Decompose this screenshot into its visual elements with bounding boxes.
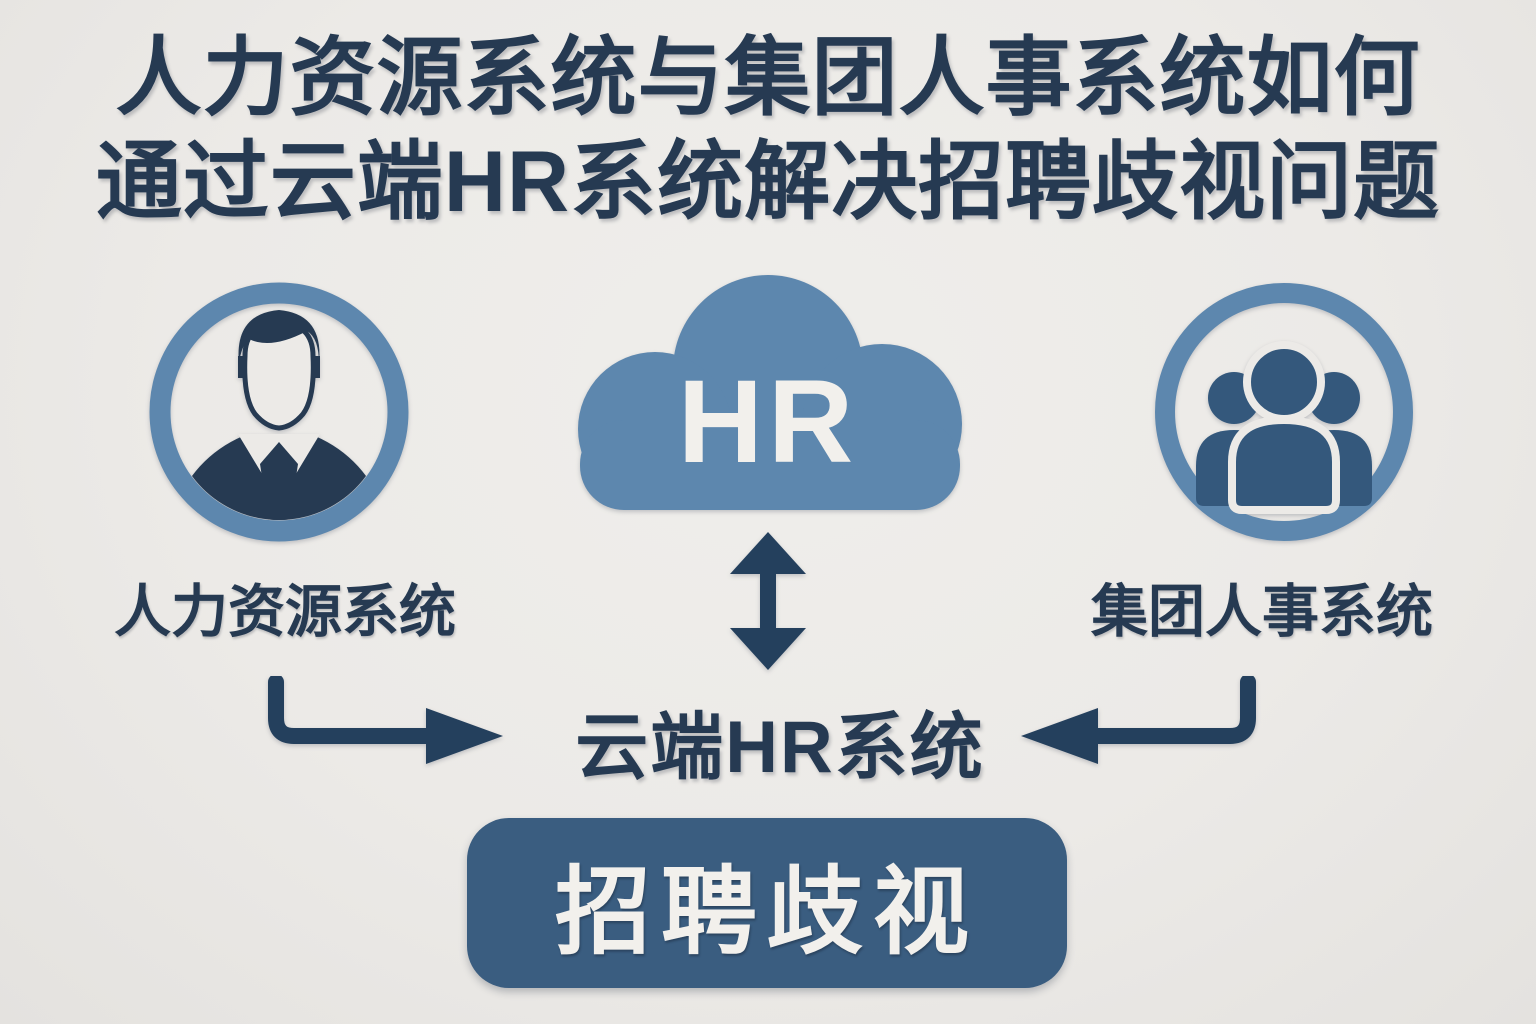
cloud-shape <box>578 275 962 510</box>
circle-ring <box>1155 283 1413 541</box>
recruitment-discrimination-label: 招聘歧视 <box>555 858 979 966</box>
people-group-icon <box>1155 283 1413 541</box>
businessman-silhouette <box>171 310 387 520</box>
label-hr-system: 人力资源系统 <box>114 580 456 644</box>
left-elbow-arrow-icon <box>268 676 503 764</box>
recruitment-discrimination-box: 招聘歧视 <box>467 818 1067 988</box>
page-title: 人力资源系统与集团人事系统如何 通过云端HR系统解决招聘歧视问题 <box>0 26 1536 234</box>
title-line-2: 通过云端HR系统解决招聘歧视问题 <box>95 134 1441 231</box>
businessman-icon <box>149 282 409 542</box>
label-group-personnel-system: 集团人事系统 <box>1091 580 1433 644</box>
circle-ring <box>149 282 409 542</box>
cloud-icon: HR <box>578 275 962 510</box>
cloud-hr-system-label: 云端HR系统 <box>575 707 985 788</box>
bidirectional-arrow-icon <box>730 532 806 670</box>
title-line-1: 人力资源系统与集团人事系统如何 <box>115 30 1421 126</box>
people-group-silhouette <box>1196 341 1372 514</box>
right-elbow-arrow-icon <box>1021 676 1256 764</box>
cloud-hr-text: HR <box>678 356 858 488</box>
